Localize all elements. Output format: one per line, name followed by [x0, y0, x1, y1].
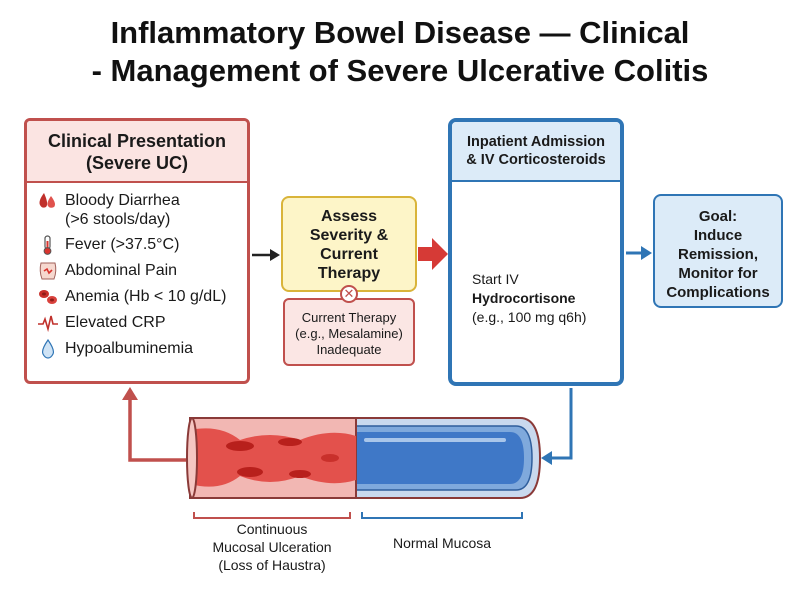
goal-box: Goal: Induce Remission, Monitor for Comp… — [653, 194, 783, 308]
goal-line-1: Goal: — [698, 208, 738, 225]
ulcer-bracket — [193, 512, 351, 519]
inpatient-heading: Inpatient Admission & IV Corticosteroids — [452, 122, 620, 182]
ulcer-label-line-2: Mucosal Ulceration — [212, 539, 332, 555]
iv-start: Start IV — [472, 271, 519, 287]
title-line-1: Inflammatory Bowel Disease — Clinical — [110, 15, 690, 50]
arrow-colon-to-pres-head — [122, 387, 138, 400]
symptom-label: Elevated CRP — [65, 314, 166, 331]
symptom-item: Abdominal Pain — [37, 261, 247, 281]
arrow-assess-to-inpatient — [418, 247, 434, 261]
ulcer-label-line-1: Continuous — [236, 521, 308, 537]
symptom-label: Anemia (Hb < 10 g/dL) — [65, 288, 227, 305]
assess-line-1: Assess — [320, 208, 378, 225]
arrow-colon-to-pres — [128, 398, 186, 462]
assess-severity-box: Assess Severity & Current Therapy — [281, 196, 417, 292]
normal-bracket — [361, 512, 523, 519]
goal-line-3: Remission, — [677, 246, 759, 263]
ulcer-label-line-3: (Loss of Haustra) — [218, 557, 326, 573]
normal-mucosa-label: Normal Mucosa — [392, 535, 492, 551]
title-line-2: - Management of Severe Ulcerative Coliti… — [91, 53, 709, 88]
inadequate-x-icon: ✕ — [340, 285, 358, 303]
arrow-assess-to-inpatient-head — [432, 238, 448, 270]
ulceration-label: Continuous Mucosal Ulceration (Loss of H… — [194, 520, 350, 574]
inpatient-heading-line-2: & IV Corticosteroids — [466, 152, 606, 168]
water-drop-icon — [37, 338, 59, 359]
symptom-label: Bloody Diarrhea — [65, 192, 180, 209]
presentation-heading-line-1: Clinical Presentation — [47, 131, 227, 151]
assess-line-2: Severity & — [309, 227, 389, 244]
arrow-pres-to-assess-head — [270, 249, 280, 261]
symptom-label: Fever (>37.5°C) — [65, 236, 180, 253]
arrow-inpt-to-colon — [550, 388, 573, 460]
clinical-presentation-heading: Clinical Presentation (Severe UC) — [27, 121, 247, 183]
arrow-inpt-to-goal-head — [641, 246, 652, 260]
symptom-item: Fever (>37.5°C) — [37, 235, 247, 255]
pulse-icon — [37, 313, 59, 333]
goal-line-4: Monitor for — [678, 265, 758, 282]
goal-line-2: Induce — [693, 227, 743, 244]
clinical-presentation-box: Clinical Presentation (Severe UC) Bloody… — [24, 118, 250, 384]
inpatient-heading-line-1: Inpatient Admission — [466, 134, 606, 150]
blood-drop-icon — [37, 191, 59, 211]
symptom-item: Bloody Diarrhea (>6 stools/day) — [37, 191, 247, 229]
therapy-line-3: Inadequate — [316, 342, 382, 357]
goal-line-5: Complications — [666, 284, 770, 301]
therapy-line-2: (e.g., Mesalamine) — [295, 326, 403, 341]
inpatient-admission-box: Inpatient Admission & IV Corticosteroids… — [448, 118, 624, 386]
arrow-inpt-to-colon-head — [541, 451, 552, 465]
symptom-label: Hypoalbuminemia — [65, 340, 194, 357]
thermometer-icon — [37, 235, 59, 255]
symptom-item: Anemia (Hb < 10 g/dL) — [37, 287, 247, 307]
symptom-list: Bloody Diarrhea (>6 stools/day) Fever (>… — [27, 183, 247, 359]
diagram-title: Inflammatory Bowel Disease — Clinical - … — [0, 14, 800, 90]
iv-dose: (e.g., 100 mg q6h) — [472, 309, 587, 325]
symptom-detail: (>6 stools/day) — [65, 211, 171, 228]
presentation-heading-line-2: (Severe UC) — [85, 153, 189, 173]
normal-mucosa-segment — [349, 417, 542, 499]
ulcerated-segment — [186, 417, 357, 499]
assess-line-3: Current — [320, 246, 378, 263]
therapy-line-1: Current Therapy — [301, 310, 397, 325]
iv-treatment-text: Start IV Hydrocortisone (e.g., 100 mg q6… — [472, 270, 620, 327]
iv-drug: Hydrocortisone — [472, 290, 576, 306]
assess-line-4: Therapy — [317, 265, 381, 282]
red-cells-icon — [37, 287, 59, 307]
abdomen-icon — [37, 261, 59, 281]
symptom-item: Elevated CRP — [37, 313, 247, 333]
symptom-label: Abdominal Pain — [65, 262, 178, 279]
current-therapy-box: Current Therapy (e.g., Mesalamine) Inade… — [283, 298, 415, 366]
symptom-item: Hypoalbuminemia — [37, 338, 247, 359]
